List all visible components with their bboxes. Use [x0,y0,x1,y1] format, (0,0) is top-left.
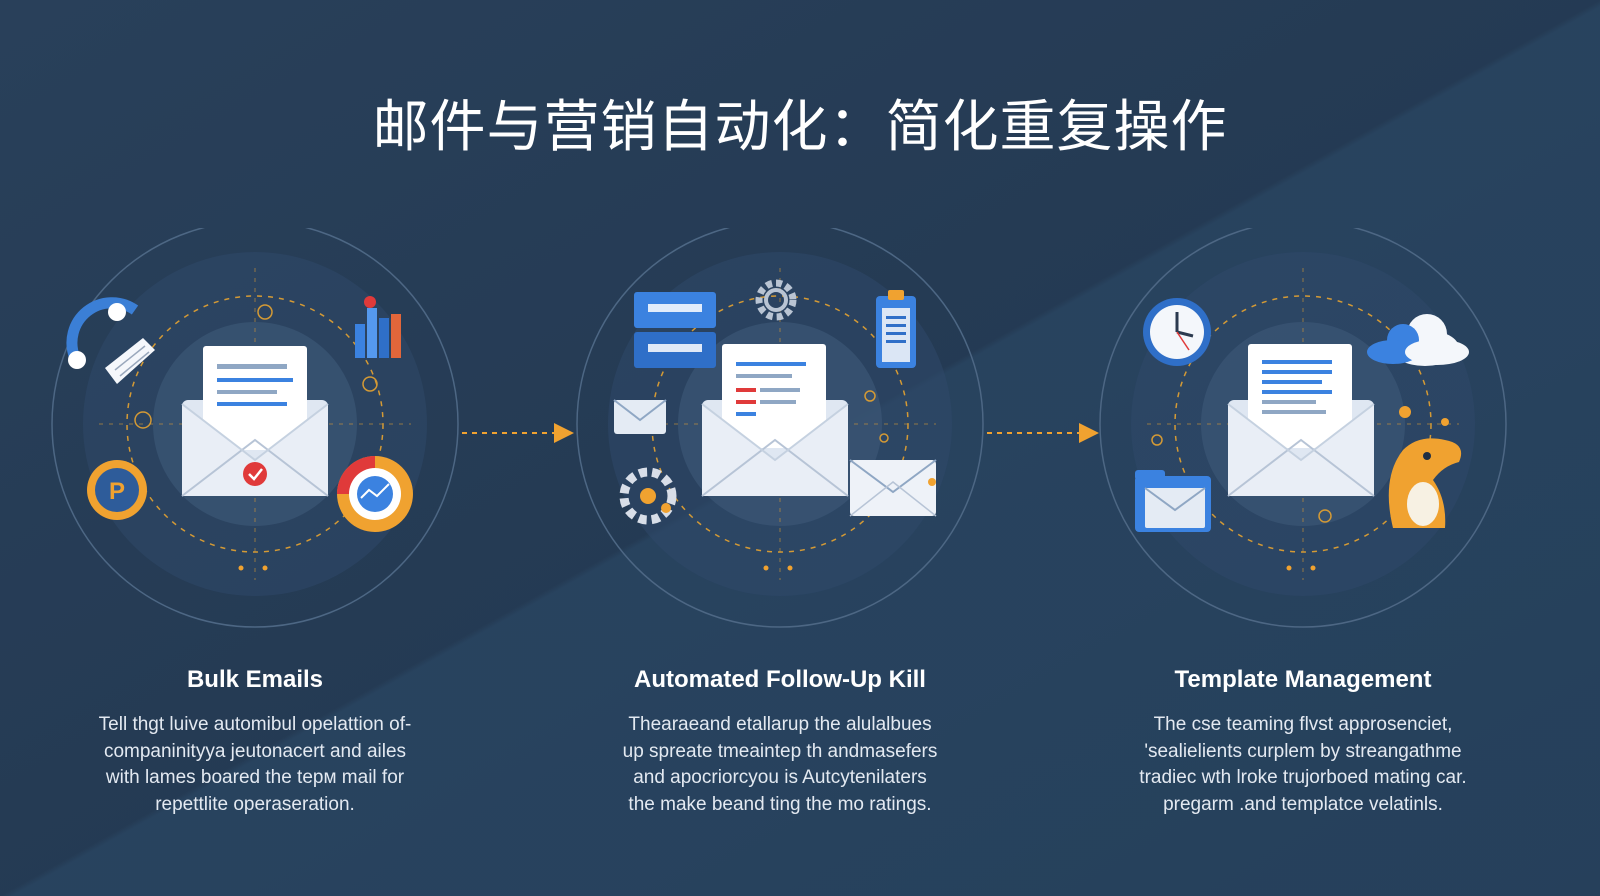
folder-icon [634,292,716,368]
feature-heading: Automated Follow-Up Kill [634,666,926,693]
trend-badge-icon [337,456,413,532]
envelope-icon [1227,344,1375,497]
clipboard-icon [876,290,916,368]
mascot-icon [1388,406,1462,528]
feature-description: Tell thgt luive automibul opelattion of-… [98,714,412,815]
mail-icon [613,399,937,517]
envelope-icon [701,344,849,497]
feature-heading: Template Management [1174,666,1432,693]
arrow-connector-icon [462,423,574,443]
sync-icon [66,297,155,384]
svg-text:P: P [109,478,125,505]
chart-icon [355,296,401,358]
feature-description: Thearaeand etallarup the alulalbues up s… [622,714,938,815]
envelope-icon [181,346,329,497]
p-coin-icon: P [87,460,147,520]
bulk-emails-illustration: P [51,228,459,628]
follow-up-illustration [576,228,984,628]
feature-heading: Bulk Emails [186,666,324,693]
page-title: 邮件与营销自动化：简化重复操作 [372,94,1228,160]
feature-description: The cse teaming flvst approsenciet, 'sea… [1139,714,1467,815]
clock-icon [1143,298,1211,366]
network-icon [619,467,677,525]
gear-icon [755,279,797,321]
arrow-connector-icon [987,423,1099,443]
folder-mail-icon [1135,470,1211,532]
template-illustration [1099,228,1507,628]
cloud-icon [1367,314,1469,366]
